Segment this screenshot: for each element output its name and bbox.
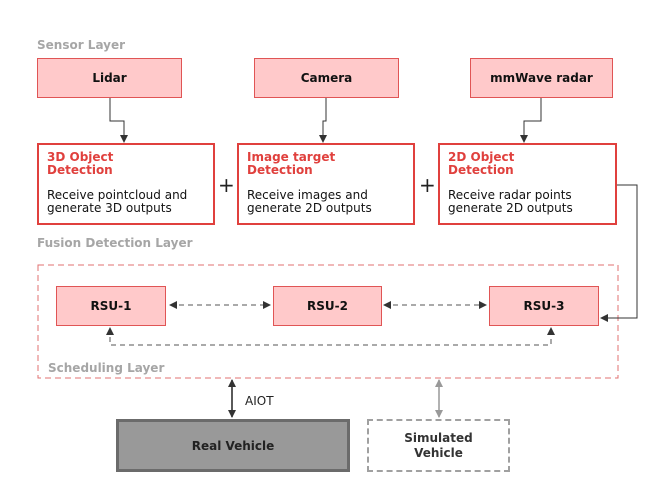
camera-box: Camera	[254, 58, 399, 98]
rsu-2-box: RSU-2	[273, 286, 382, 326]
image-detection-title: Image target Detection	[247, 150, 336, 177]
radar-box: mmWave radar	[470, 58, 613, 98]
real-vehicle-box: Real Vehicle	[116, 419, 350, 472]
3d-detection-title: 3D Object Detection	[47, 150, 114, 177]
simulated-vehicle-label: Simulated Vehicle	[404, 430, 473, 460]
2d-detection-title: 2D Object Detection	[448, 150, 515, 177]
2d-detection-description: Receive radar points generate 2D outputs	[448, 188, 573, 215]
plus-sign-1: +	[218, 173, 235, 197]
image-detection-box: Image target Detection Receive images an…	[237, 143, 415, 225]
rsu-3-box: RSU-3	[489, 286, 599, 326]
rsu-3-label: RSU-3	[523, 299, 565, 313]
fusion-layer-frame	[37, 264, 619, 379]
radar-label: mmWave radar	[490, 71, 593, 85]
lidar-box: Lidar	[37, 58, 182, 98]
sensor-layer-label: Sensor Layer	[37, 38, 126, 52]
arrow-lidar-to-3d	[109, 98, 128, 143]
rsu-2-label: RSU-2	[307, 299, 348, 313]
image-detection-description: Receive images and generate 2D outputs	[247, 188, 372, 215]
aiot-label: AIOT	[245, 394, 274, 408]
rsu-1-label: RSU-1	[90, 299, 132, 313]
arrow-2d-to-rsu3	[600, 184, 638, 322]
arrow-camera-to-image	[319, 98, 327, 143]
2d-detection-box: 2D Object Detection Receive radar points…	[438, 143, 617, 225]
real-vehicle-label: Real Vehicle	[191, 438, 275, 453]
camera-label: Camera	[300, 71, 353, 85]
rsu-1-box: RSU-1	[56, 286, 166, 326]
arrow-radar-to-2d	[520, 98, 542, 143]
3d-detection-description: Receive pointcloud and generate 3D outpu…	[47, 188, 188, 215]
plus-sign-2: +	[419, 173, 436, 197]
3d-detection-box: 3D Object Detection Receive pointcloud a…	[37, 143, 215, 225]
link-rsu1-rsu3	[106, 327, 555, 346]
fusion-layer-label: Fusion Detection Layer	[37, 236, 193, 250]
lidar-label: Lidar	[92, 71, 127, 85]
scheduling-layer-label: Scheduling Layer	[48, 361, 165, 375]
simulated-vehicle-box: Simulated Vehicle	[367, 419, 510, 472]
